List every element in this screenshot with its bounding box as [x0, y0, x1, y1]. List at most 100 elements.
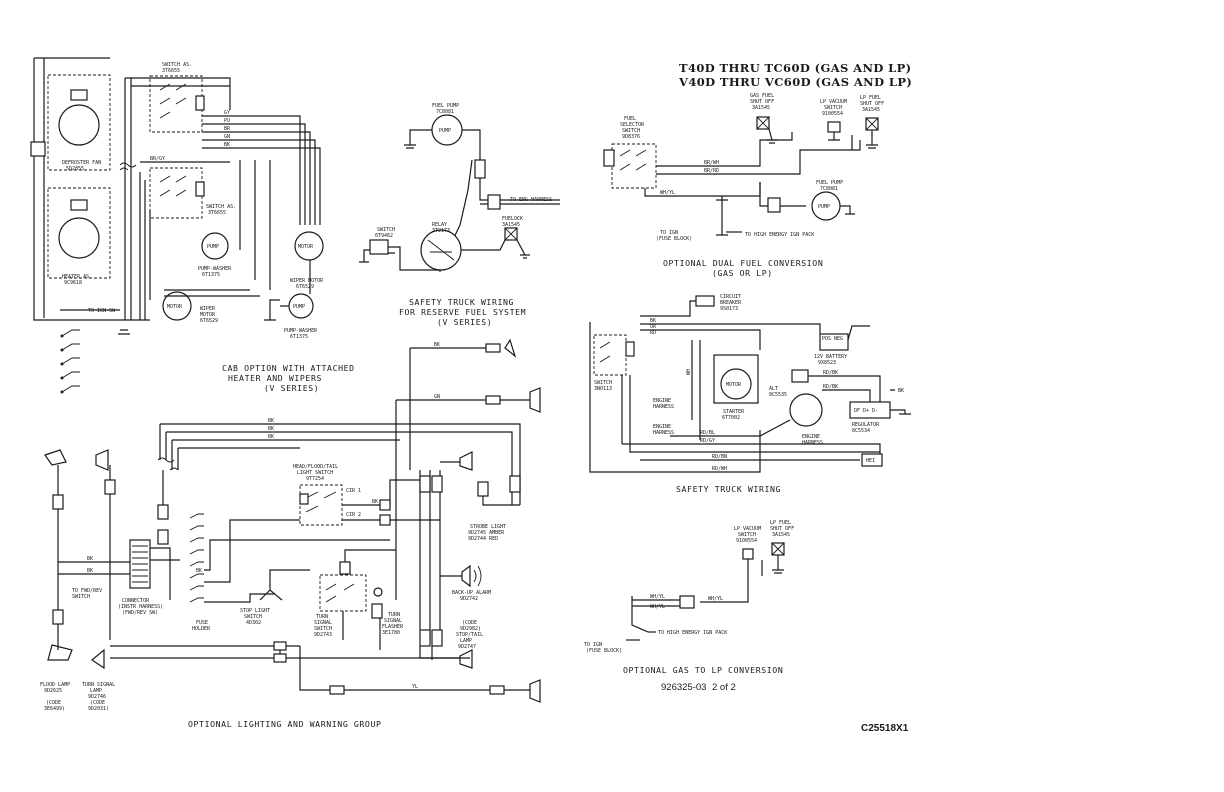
reserve-switch-part: 6T9462 [375, 233, 393, 239]
wiper-motor-1-label-a: WIPER [200, 306, 216, 312]
strobe-label-2: 9D2745 AMBER [468, 530, 505, 536]
wire-label: RD/WH [712, 466, 727, 472]
turn-lamp-code-1: (CODE [90, 700, 105, 706]
lighting-section: BK GN BK BK BK BK BK TO FWD/REV SWITCH F… [40, 338, 541, 729]
stop-tail-label-1: STOP/TAIL [456, 632, 483, 638]
wire-label: GY [224, 110, 230, 116]
wiper-motor-1-icon [162, 291, 192, 321]
turn-switch-part: 9D2743 [314, 632, 332, 638]
stop-tail-lamp-icon [459, 649, 473, 669]
gas-lp-section: LP VACUUM SWITCH 9100554 LP FUEL SHUT OF… [584, 520, 909, 734]
wire-label: GN [434, 394, 440, 400]
strobe-label-1: STROBE LIGHT [470, 524, 506, 530]
defroster-fan-plug-icon [70, 89, 88, 101]
wire-label: BK [898, 388, 904, 394]
flood-lamp-part: 9D2625 [44, 688, 62, 694]
headlight-switch-label-1: HEAD/FLOOD/TAIL [293, 464, 338, 470]
battery-icon [819, 333, 849, 351]
fuel-pump-v-label: FUEL PUMP [432, 103, 459, 109]
to-ign-sw-text: TO IGN SW [88, 308, 116, 314]
wiper-motor-2-icon [294, 231, 324, 261]
wire-label: BR/RD [704, 168, 719, 174]
strobe-light-icon [477, 481, 489, 497]
wire-label: BR/WH [704, 160, 719, 166]
wire-label: BK [372, 499, 378, 505]
fuel-selector-label-3: SWITCH [622, 128, 640, 134]
turn-flasher-label-1: TURN [388, 612, 400, 618]
wire-label: PU [224, 118, 230, 124]
pump-washer-2-label: PUMP-WASHER [284, 328, 318, 334]
reserve-switch-label: SWITCH [377, 227, 395, 233]
alt-plug-icon [791, 369, 809, 383]
reserve-caption-line-2: FOR RESERVE FUEL SYSTEM [399, 307, 526, 317]
hei-text: HEI [866, 458, 875, 464]
safety-switch-label: SWITCH [594, 380, 612, 386]
wire-label: WH/YL [660, 190, 675, 196]
backup-alarm-label: BACK-UP ALARM [452, 590, 491, 596]
switch-as-2-part: 3T6655 [208, 210, 226, 216]
fuel-pump-v-text: PUMP [439, 128, 451, 134]
turn-switch-frame [319, 574, 367, 612]
lp-shutoff2-label-1: LP FUEL [770, 520, 791, 526]
pump-washer-2-text: PUMP [293, 304, 305, 310]
circuit-breaker-label-2: BREAKER [720, 300, 742, 306]
alt-part: 8C5535 [769, 392, 787, 398]
battery-label: 12V BATTERY [814, 354, 847, 360]
gaslp-caption: OPTIONAL GAS TO LP CONVERSION [623, 665, 783, 675]
lp-vacuum-switch-2-icon [742, 548, 754, 560]
reserve-switch-icon [369, 239, 389, 255]
lp-vac2-part: 9100554 [736, 538, 757, 544]
lighting-caption: OPTIONAL LIGHTING AND WARNING GROUP [188, 719, 382, 729]
eng-harness-1b: HARNESS [653, 404, 674, 410]
stop-switch-part: 4D302 [246, 620, 261, 626]
dual-fuel-pump-part: 7C8081 [820, 186, 838, 192]
dual-to-high-energy: TO HIGH ENERGY IGN PACK [745, 232, 814, 238]
pump-washer-1-label: PUMP-WASHER [198, 266, 232, 272]
safety-switch-part: 3N0113 [594, 386, 612, 392]
defroster-fan-label: DEFROSTER FAN [62, 160, 101, 166]
eng-harness-3a: ENGINE [802, 434, 820, 440]
hei-box [861, 453, 883, 467]
header-line-2: V40D THRU VC60D (GAS AND LP) [678, 75, 912, 89]
turn-flasher-label-2: SIGNAL [384, 618, 402, 624]
wiper-motor-2-text: MOTOR [298, 244, 314, 250]
lp-shutoff2-label-2: SHUT OFF [770, 526, 794, 532]
lp-shutoff-label-1: LP FUEL [860, 95, 881, 101]
turn-switch-label-1: TURN [316, 614, 328, 620]
gas-shutoff-label-1: GAS FUEL [750, 93, 774, 99]
gas-shutoff-label-2: SHUT OFF [750, 99, 774, 105]
fuelock-label: FUELOCK [502, 216, 523, 222]
dual-fuel-section: FUEL SELECTOR SWITCH 9D8376 BR/WH BR/RD … [603, 93, 884, 278]
wire-label: RD/BL [700, 430, 715, 436]
pump-washer-1-icon [201, 232, 229, 260]
fuse-holder-label-1: FUSE [196, 620, 208, 626]
wire-label: WH [686, 369, 692, 375]
wire-label: BK [434, 342, 440, 348]
connector-label-3: (FWD/REV SW) [122, 610, 158, 616]
stop-switch-label-1: STOP LIGHT [240, 608, 270, 614]
fuelock-part: 3A1545 [502, 222, 520, 228]
dual-fuel-pump-label: FUEL PUMP [816, 180, 843, 186]
wire-label: OR [650, 324, 657, 330]
reserve-fuel-section: PUMP FUEL PUMP 7C8081 TO ENG HARNESS REL… [359, 103, 560, 327]
alt-label: ALT [769, 386, 778, 392]
turn-flasher-label-3: FLASHER [382, 624, 404, 630]
battery-pos-neg: POS NEG [822, 336, 843, 342]
wire-label: BR/GY [150, 156, 165, 162]
wire-label: BK [87, 556, 93, 562]
wire-label: RD [650, 330, 656, 336]
wire-label: BR [224, 126, 231, 132]
circuit-breaker-label-1: CIRCUIT [720, 294, 741, 300]
headlight-switch-frame [299, 484, 343, 526]
wire-label: WH/YL [650, 604, 665, 610]
backup-alarm-part: 9D2742 [460, 596, 478, 602]
safety-wiring-section: CIRCUIT BREAKER 9S0173 BK OR RD POS NEG … [589, 294, 911, 494]
battery-part: 9X8523 [818, 360, 836, 366]
eng-harness-2b: HARNESS [653, 430, 674, 436]
document-number: 926325-03 [661, 682, 706, 693]
stop-tail-label-2: LAMP [460, 638, 472, 644]
wiper-motor-2-label: WIPER MOTOR [290, 278, 324, 284]
front-turn-lamp-icon [95, 449, 109, 471]
relay-label: RELAY [432, 222, 447, 228]
